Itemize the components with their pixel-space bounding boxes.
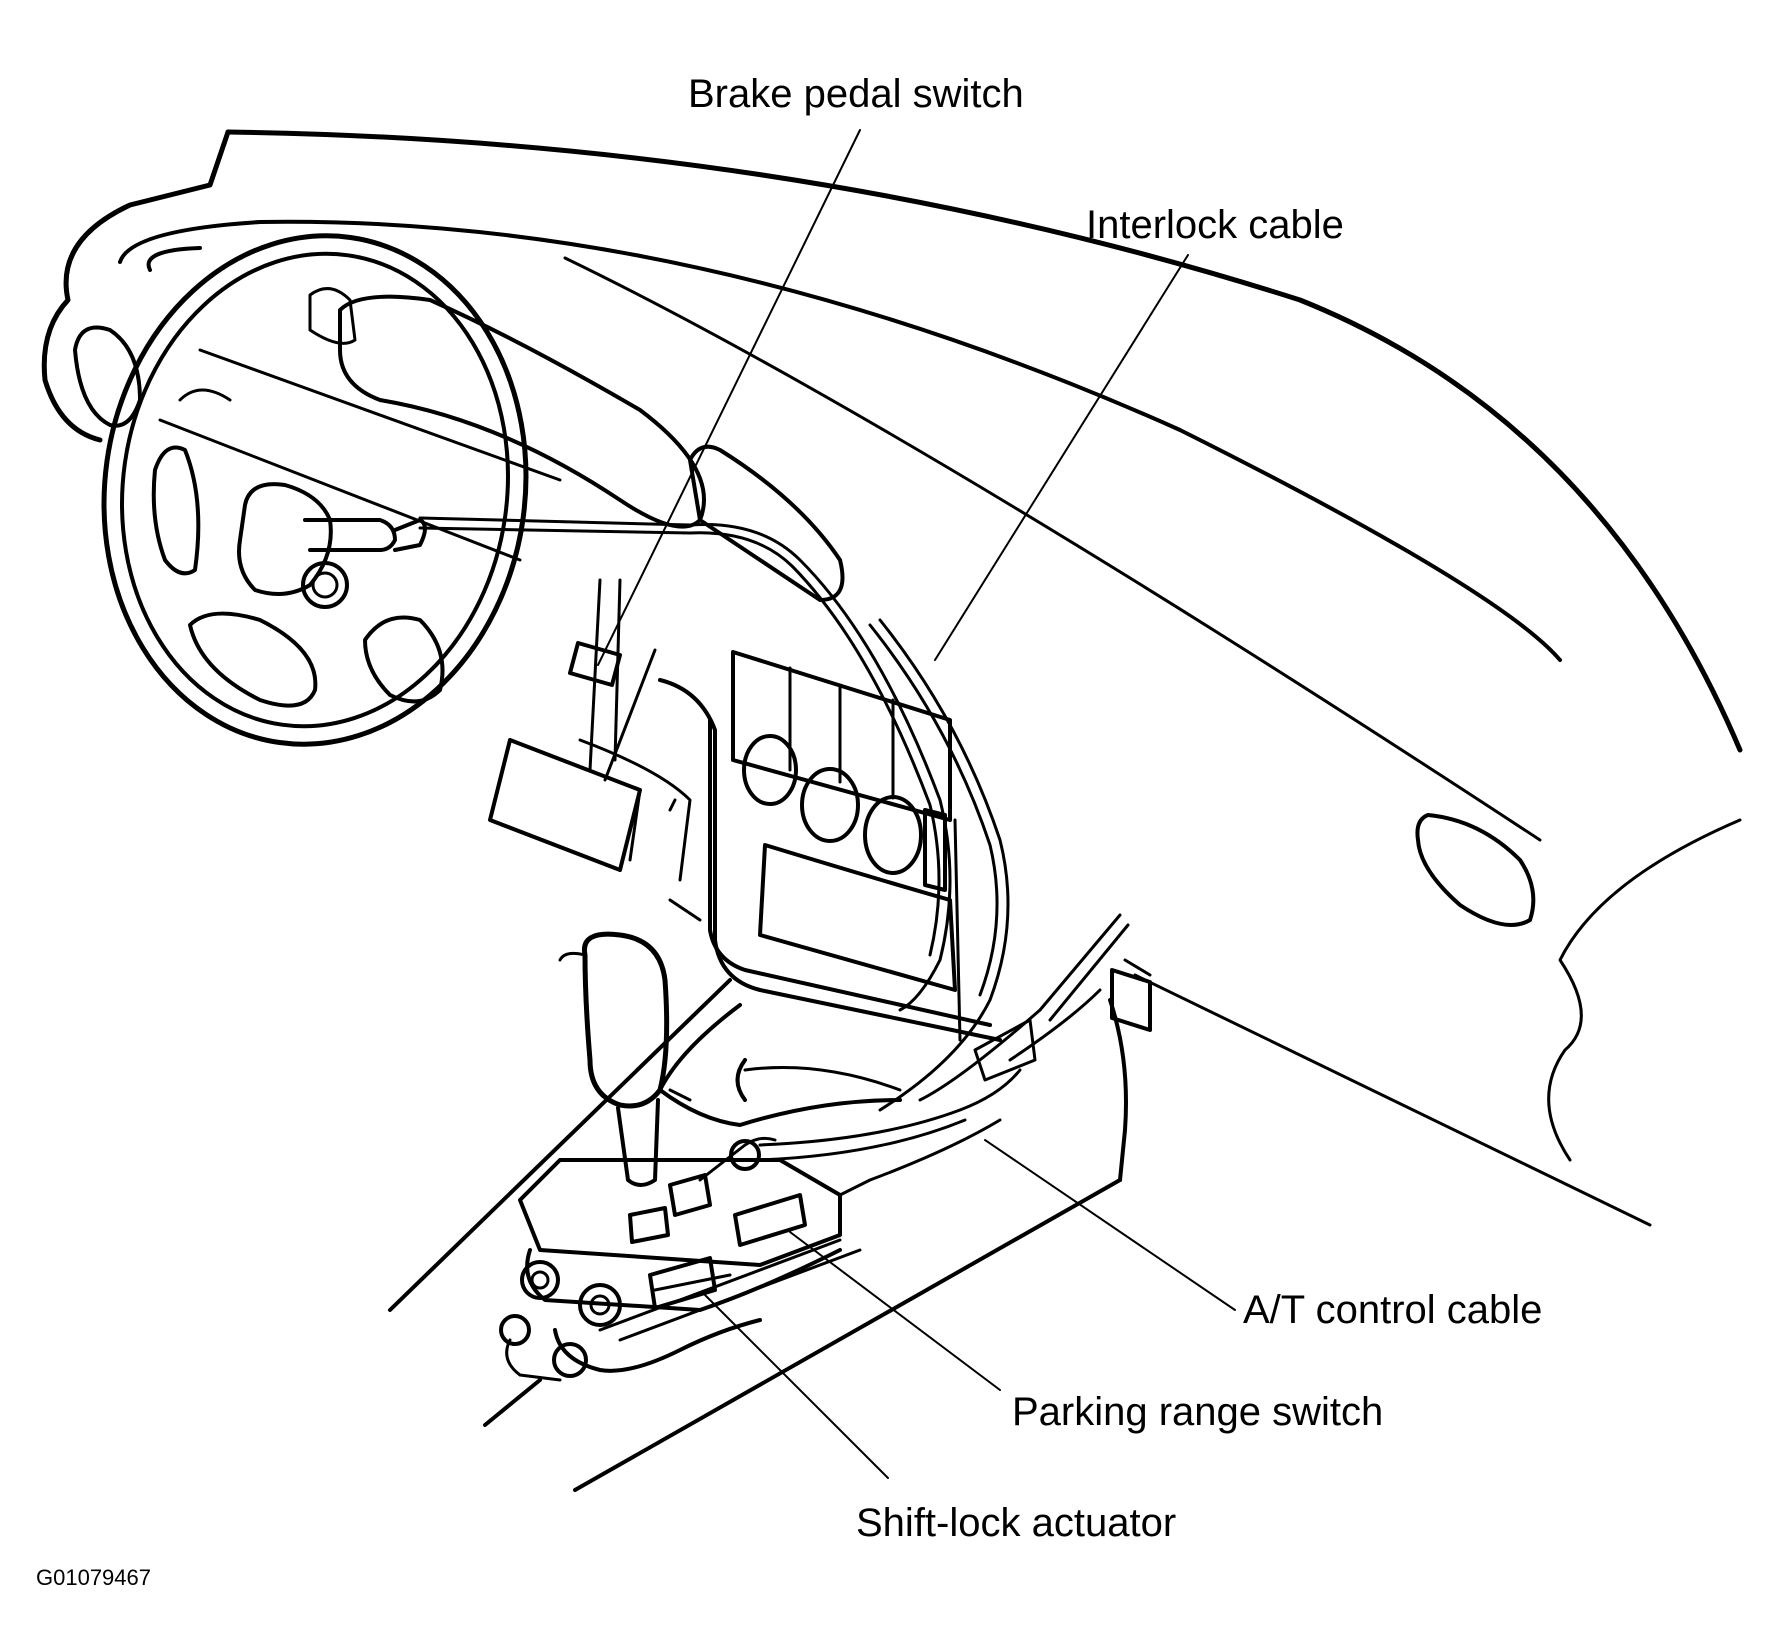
right-console-bracket [1110,968,1152,1032]
leader-brake-pedal-switch [597,129,861,666]
switch-blocks [628,1173,807,1310]
label-shift-lock-actuator: Shift-lock actuator [856,1501,1177,1545]
figure-code: G01079467 [36,1565,151,1590]
label-at-control-cable: A/T control cable [1243,1288,1543,1332]
console-walls [388,978,1128,1492]
shifter-base [499,1158,862,1382]
steering-wheel [101,233,529,747]
leader-shift-lock-actuator [704,1294,889,1479]
interlock-cable-routing [418,516,1010,1112]
brake-pedal-switch-assembly [488,578,702,922]
leader-at-control-cable [984,1139,1236,1311]
label-brake-pedal-switch: Brake pedal switch [688,72,1024,116]
at-control-cable [698,913,1130,1197]
shift-lever [558,931,670,1187]
label-interlock-cable: Interlock cable [1086,203,1344,247]
center-console [658,650,1002,1042]
leader-parking-range-switch [789,1231,1001,1391]
instrument-cluster [73,287,845,602]
dashboard-outline [41,129,1743,1227]
leader-lines [597,129,1236,1479]
right-air-vent [1415,813,1536,927]
label-parking-range-switch: Parking range switch [1012,1390,1384,1434]
console-tray [658,1003,902,1127]
leader-interlock-cable [934,254,1189,661]
